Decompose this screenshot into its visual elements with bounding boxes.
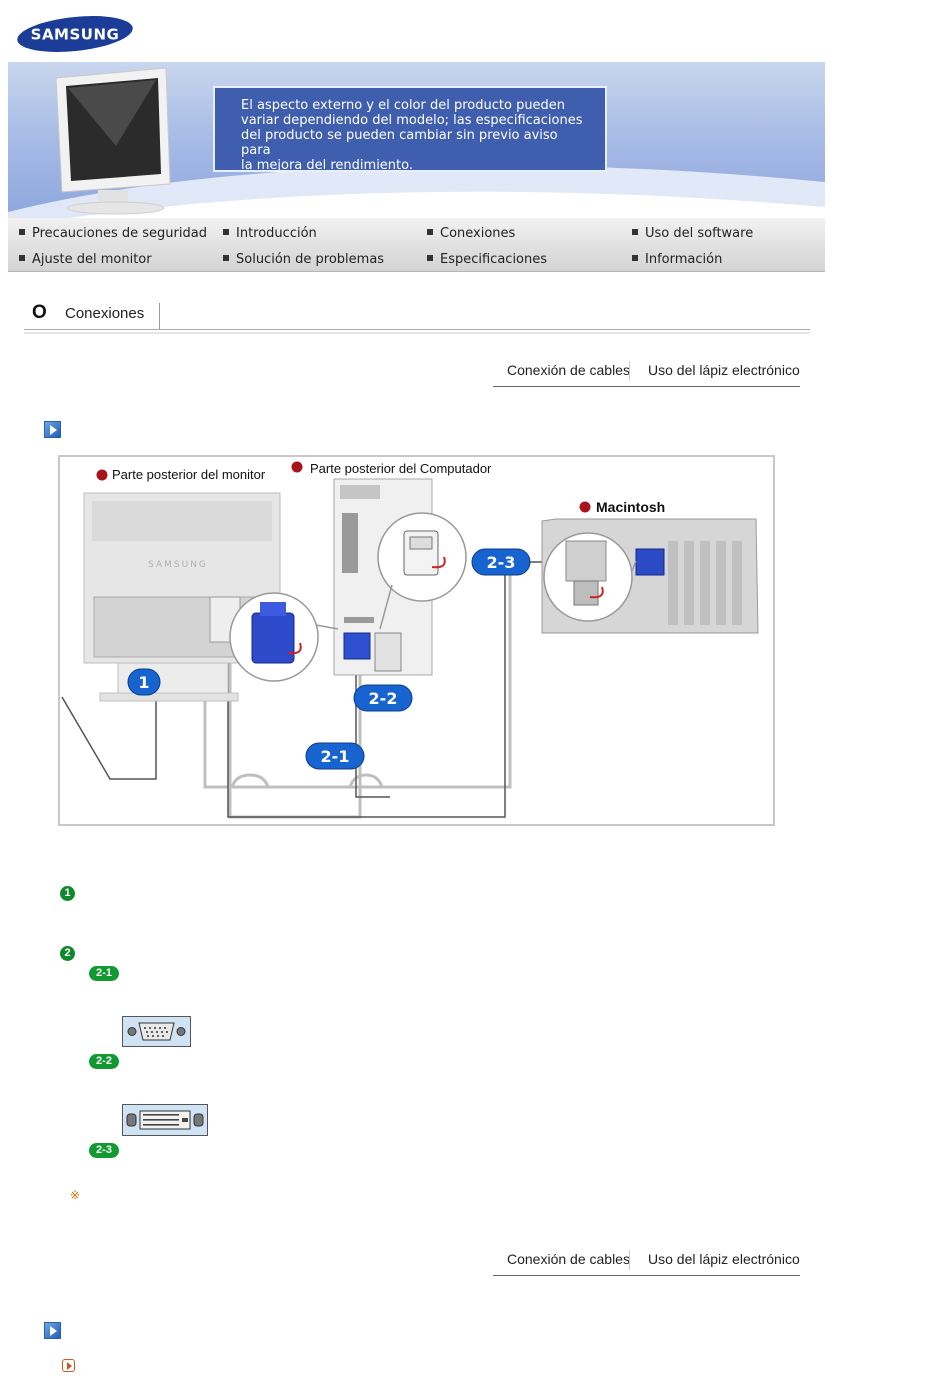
banner-notice-line: El aspecto externo y el color del produc… <box>241 98 566 113</box>
d-sub-port-icon <box>122 1016 191 1047</box>
dvi-port-art <box>126 1110 204 1130</box>
section-tabs-top: Conexión de cables Uso del lápiz electró… <box>493 358 800 387</box>
banner-notice-line: variar dependiendo del modelo; las espec… <box>241 113 583 128</box>
tab-lapiz-electronico[interactable]: Uso del lápiz electrónico <box>648 1251 800 1267</box>
nav-item-conexiones[interactable]: Conexiones <box>427 226 515 241</box>
square-bullet-icon <box>427 229 433 235</box>
nav-item-informacion[interactable]: Información <box>632 252 722 267</box>
tab-conexion-cables[interactable]: Conexión de cables <box>507 362 630 378</box>
connection-diagram-art: SAMSUNG <box>61 461 759 819</box>
svg-text:1: 1 <box>138 673 149 692</box>
square-bullet-icon <box>19 229 25 235</box>
title-underline-shadow <box>24 332 810 334</box>
red-bullet-icon <box>579 501 591 513</box>
callout-2-1: 2-1 <box>305 742 365 770</box>
square-bullet-icon <box>632 229 638 235</box>
dvi-port-icon <box>122 1104 208 1136</box>
monitor-product-image <box>55 67 171 215</box>
substep-2-2-badge: 2-2 <box>89 1054 119 1069</box>
square-bullet-icon <box>223 229 229 235</box>
vga-zoom-circle <box>229 592 339 682</box>
tab-divider <box>629 1250 630 1270</box>
samsung-logo[interactable]: SAMSUNG <box>16 14 134 54</box>
monitor-back-illustration: SAMSUNG <box>83 492 281 702</box>
step-2-badge: 2 <box>60 946 75 961</box>
svg-text:SAMSUNG: SAMSUNG <box>148 560 208 570</box>
nav-item-precauciones[interactable]: Precauciones de seguridad <box>19 226 207 241</box>
title-mark: O <box>32 302 47 323</box>
red-bullet-icon <box>96 469 108 481</box>
nav-item-solucion[interactable]: Solución de problemas <box>223 252 384 267</box>
section-play-icon <box>44 421 61 438</box>
note-symbol: ※ <box>70 1188 81 1202</box>
banner-notice: El aspecto externo y el color del produc… <box>213 86 607 173</box>
main-nav: Precauciones de seguridad Introducción C… <box>8 218 825 272</box>
nav-item-introduccion[interactable]: Introducción <box>223 226 317 241</box>
nav-item-especificaciones[interactable]: Especificaciones <box>427 252 547 267</box>
connection-diagram: SAMSUNG <box>58 455 775 826</box>
square-bullet-icon <box>223 255 229 261</box>
logo-text: SAMSUNG <box>31 26 120 44</box>
section-tabs-bottom: Conexión de cables Uso del lápiz electró… <box>493 1247 800 1276</box>
nav-item-ajuste[interactable]: Ajuste del monitor <box>19 252 152 267</box>
tab-divider <box>629 361 630 381</box>
title-divider <box>159 303 160 329</box>
banner-swoosh <box>8 165 825 218</box>
nav-item-software[interactable]: Uso del software <box>632 226 753 241</box>
substep-2-1-badge: 2-1 <box>89 966 119 981</box>
svg-text:2-1: 2-1 <box>321 747 350 766</box>
subsection-play-icon <box>62 1359 75 1372</box>
macintosh-illustration <box>541 518 759 634</box>
title-underline <box>24 329 810 330</box>
label-macintosh: Macintosh <box>596 499 665 515</box>
square-bullet-icon <box>19 255 25 261</box>
step-1-badge: 1 <box>60 886 75 901</box>
cable-route <box>208 773 405 789</box>
svg-text:2-3: 2-3 <box>487 553 516 572</box>
tab-conexion-cables[interactable]: Conexión de cables <box>507 1251 630 1267</box>
label-computer-back: Parte posterior del Computador <box>310 461 492 476</box>
red-bullet-icon <box>291 461 303 473</box>
banner-notice-line: del producto se pueden cambiar sin previ… <box>241 128 558 158</box>
label-monitor-back: Parte posterior del monitor <box>112 467 266 482</box>
section-play-icon <box>44 1322 61 1339</box>
dvi-zoom-circle <box>377 512 467 630</box>
page-title: Conexiones <box>65 305 145 322</box>
substep-2-3-badge: 2-3 <box>89 1143 119 1158</box>
square-bullet-icon <box>427 255 433 261</box>
callout-2-3: 2-3 <box>471 548 531 576</box>
square-bullet-icon <box>632 255 638 261</box>
banner-notice-line: la mejora del rendimiento. <box>241 158 414 173</box>
callout-2-2: 2-2 <box>353 684 413 712</box>
callout-1: 1 <box>127 668 161 696</box>
tab-lapiz-electronico[interactable]: Uso del lápiz electrónico <box>648 362 800 378</box>
d-sub-port-art <box>127 1022 186 1041</box>
svg-text:2-2: 2-2 <box>369 689 398 708</box>
